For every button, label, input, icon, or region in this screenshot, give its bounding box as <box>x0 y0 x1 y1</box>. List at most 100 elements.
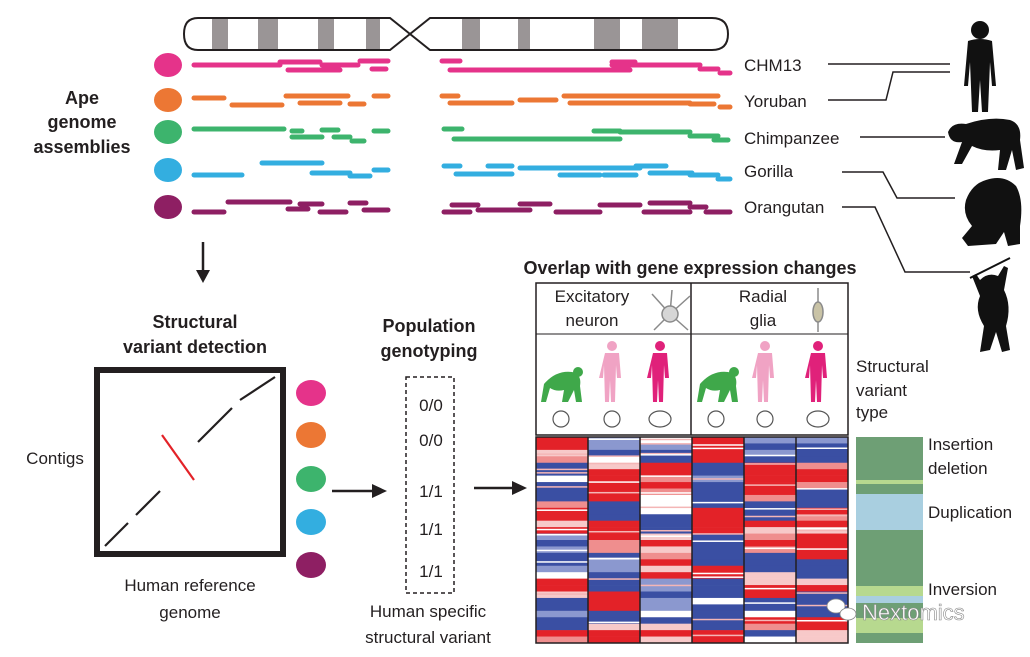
assembly-row-orangutan <box>154 195 733 219</box>
chromosome-band <box>258 19 278 49</box>
heatmap-cell <box>588 585 641 592</box>
heatmap-cell <box>588 514 641 521</box>
chromosome-ideogram <box>182 17 730 51</box>
heatmap-stripe <box>536 468 588 471</box>
heatmap-cell <box>796 482 849 489</box>
heatmap-cell <box>640 443 693 451</box>
heatmap-stripe <box>588 491 640 494</box>
heatmap-cell <box>692 527 745 534</box>
heatmap-cell <box>692 565 745 573</box>
heatmap-stripe <box>640 454 692 456</box>
heatmap-cell <box>796 469 849 476</box>
heatmap-cell <box>640 630 693 637</box>
heatmap-stripe <box>536 528 588 531</box>
sv-type-bar <box>856 437 923 643</box>
heatmap-cell <box>796 533 849 541</box>
heatmap-stripe <box>588 578 640 580</box>
heatmap-cell <box>536 636 589 644</box>
heatmap-cell <box>744 559 797 567</box>
chromosome-band <box>594 19 620 49</box>
heatmap-stripe <box>692 444 744 446</box>
heatmap-cell <box>744 546 797 554</box>
heatmap-cell <box>536 520 589 528</box>
sv-type-duplication: Duplication <box>928 503 1012 522</box>
cell-type-glia-line2: glia <box>750 311 777 330</box>
heatmap-cell <box>744 514 797 521</box>
heatmap-cell <box>588 540 641 547</box>
heatmap-cell <box>536 494 589 502</box>
expression-heatmap <box>535 436 849 644</box>
sv-type-label-line3: type <box>856 403 888 422</box>
heatmap-cell <box>692 520 745 528</box>
heatmap-stripe <box>744 515 796 518</box>
heatmap-cell <box>744 488 797 496</box>
cell-type-header: Excitatory neuron Radial glia <box>535 282 849 436</box>
heatmap-cell <box>536 630 589 637</box>
heatmap-cell <box>640 546 693 554</box>
heatmap-stripe <box>744 612 796 614</box>
heatmap-stripe <box>796 592 848 594</box>
heatmap-cell <box>744 591 797 599</box>
heatmap-stripe <box>796 488 848 490</box>
heatmap-cell <box>588 482 641 489</box>
heatmap-cell <box>640 494 693 502</box>
heatmap-cell <box>744 527 797 534</box>
heatmap-stripe <box>796 548 848 550</box>
heatmap-stripe <box>692 540 744 542</box>
heatmap-stripe <box>588 558 640 560</box>
heatmap-cell <box>796 494 849 502</box>
heatmap-stripe <box>744 587 796 590</box>
heatmap-cell <box>640 597 693 605</box>
human-small-icon <box>599 341 621 402</box>
heatmap-stripe <box>744 454 796 457</box>
heatmap-column <box>744 437 797 644</box>
genome-names: CHM13 Yoruban Chimpanzee Gorilla Orangut… <box>744 56 839 217</box>
heatmap-cell <box>744 501 797 509</box>
heatmap-cell <box>536 578 589 586</box>
genotyping-title-line2: genotyping <box>381 341 478 361</box>
heatmap-cell <box>536 488 589 496</box>
heatmap-stripe <box>588 530 640 533</box>
heatmap-stripe <box>640 492 692 494</box>
heatmap-cell <box>744 507 797 515</box>
heatmap-cell <box>796 520 849 528</box>
right-arrow-icon <box>474 481 527 495</box>
heatmap-cell <box>692 507 745 515</box>
assemblies-label-line3: assemblies <box>33 137 130 157</box>
human-small-icon <box>805 341 827 402</box>
heatmap-cell <box>796 565 849 573</box>
chromosome-band <box>366 19 380 49</box>
heatmap-stripe <box>640 443 692 445</box>
genotyping-title: Population genotyping <box>381 316 478 361</box>
sv-type-segment <box>856 586 923 596</box>
assembly-row-chm13 <box>154 53 733 77</box>
sv-type-insertion-line2: deletion <box>928 459 988 478</box>
heatmap-cell <box>796 488 849 496</box>
heatmap-stripe <box>692 618 744 621</box>
heatmap-cell <box>588 462 641 470</box>
heatmap-cell <box>588 488 641 496</box>
sv-detection-title-line1: Structural <box>152 312 237 332</box>
heatmap-cell <box>536 572 589 579</box>
assembly-row-gorilla <box>154 158 733 182</box>
heatmap-cell <box>536 533 589 541</box>
heatmap-stripe <box>692 501 744 504</box>
heatmap-cell <box>640 636 693 644</box>
sv-detection-title: Structural variant detection <box>123 312 267 357</box>
heatmap-cell <box>536 610 589 618</box>
genotype-value: 1/1 <box>419 520 443 539</box>
heatmap-cell <box>588 559 641 567</box>
specific-label-line2: structural variant <box>365 628 491 647</box>
heatmap-cell <box>692 585 745 592</box>
genome-dot <box>154 120 182 144</box>
heatmap-cell <box>536 585 589 592</box>
heatmap-stripe <box>588 455 640 457</box>
heatmap-cell <box>588 623 641 631</box>
heatmap-cell <box>692 456 745 464</box>
heatmap-cell <box>796 630 849 637</box>
heatmap-cell <box>692 540 745 547</box>
watermark: Nextomics <box>826 598 965 625</box>
heatmap-cell <box>796 552 849 560</box>
heatmap-cell <box>744 520 797 528</box>
